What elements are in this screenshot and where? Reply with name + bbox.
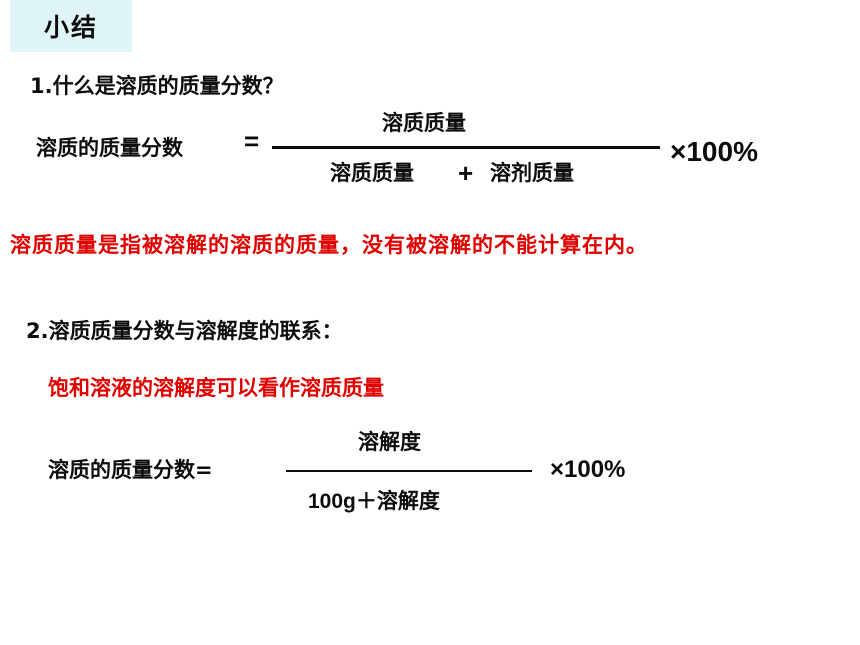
- formula2-fraction-bar: [286, 470, 532, 472]
- note-1: 溶质质量是指被溶解的溶质的质量，没有被溶解的不能计算在内。: [10, 233, 648, 257]
- formula1-equals: =: [244, 126, 260, 156]
- formula2-numerator: 溶解度: [358, 430, 421, 454]
- note-2: 饱和溶液的溶解度可以看作溶质质量: [48, 376, 384, 400]
- formula1-times-100: ×100%: [670, 136, 758, 167]
- formula1-fraction-bar: [272, 146, 660, 149]
- formula2-denominator: 100g＋溶解度: [308, 490, 440, 513]
- formula1-denominator-solvent: 溶剂质量: [490, 161, 574, 185]
- formula1-lhs: 溶质的质量分数: [36, 136, 183, 160]
- formula1-denominator-solute: 溶质质量: [330, 161, 414, 185]
- question-1: 1.什么是溶质的质量分数？: [30, 74, 284, 98]
- formula1-plus: +: [458, 158, 474, 188]
- question-2: 2.溶质质量分数与溶解度的联系：: [26, 319, 343, 343]
- formula2-lhs: 溶质的质量分数=: [48, 458, 213, 482]
- formula1-numerator: 溶质质量: [382, 111, 466, 135]
- formula2-times-100: ×100%: [550, 456, 626, 483]
- section-title: 小结: [10, 0, 132, 52]
